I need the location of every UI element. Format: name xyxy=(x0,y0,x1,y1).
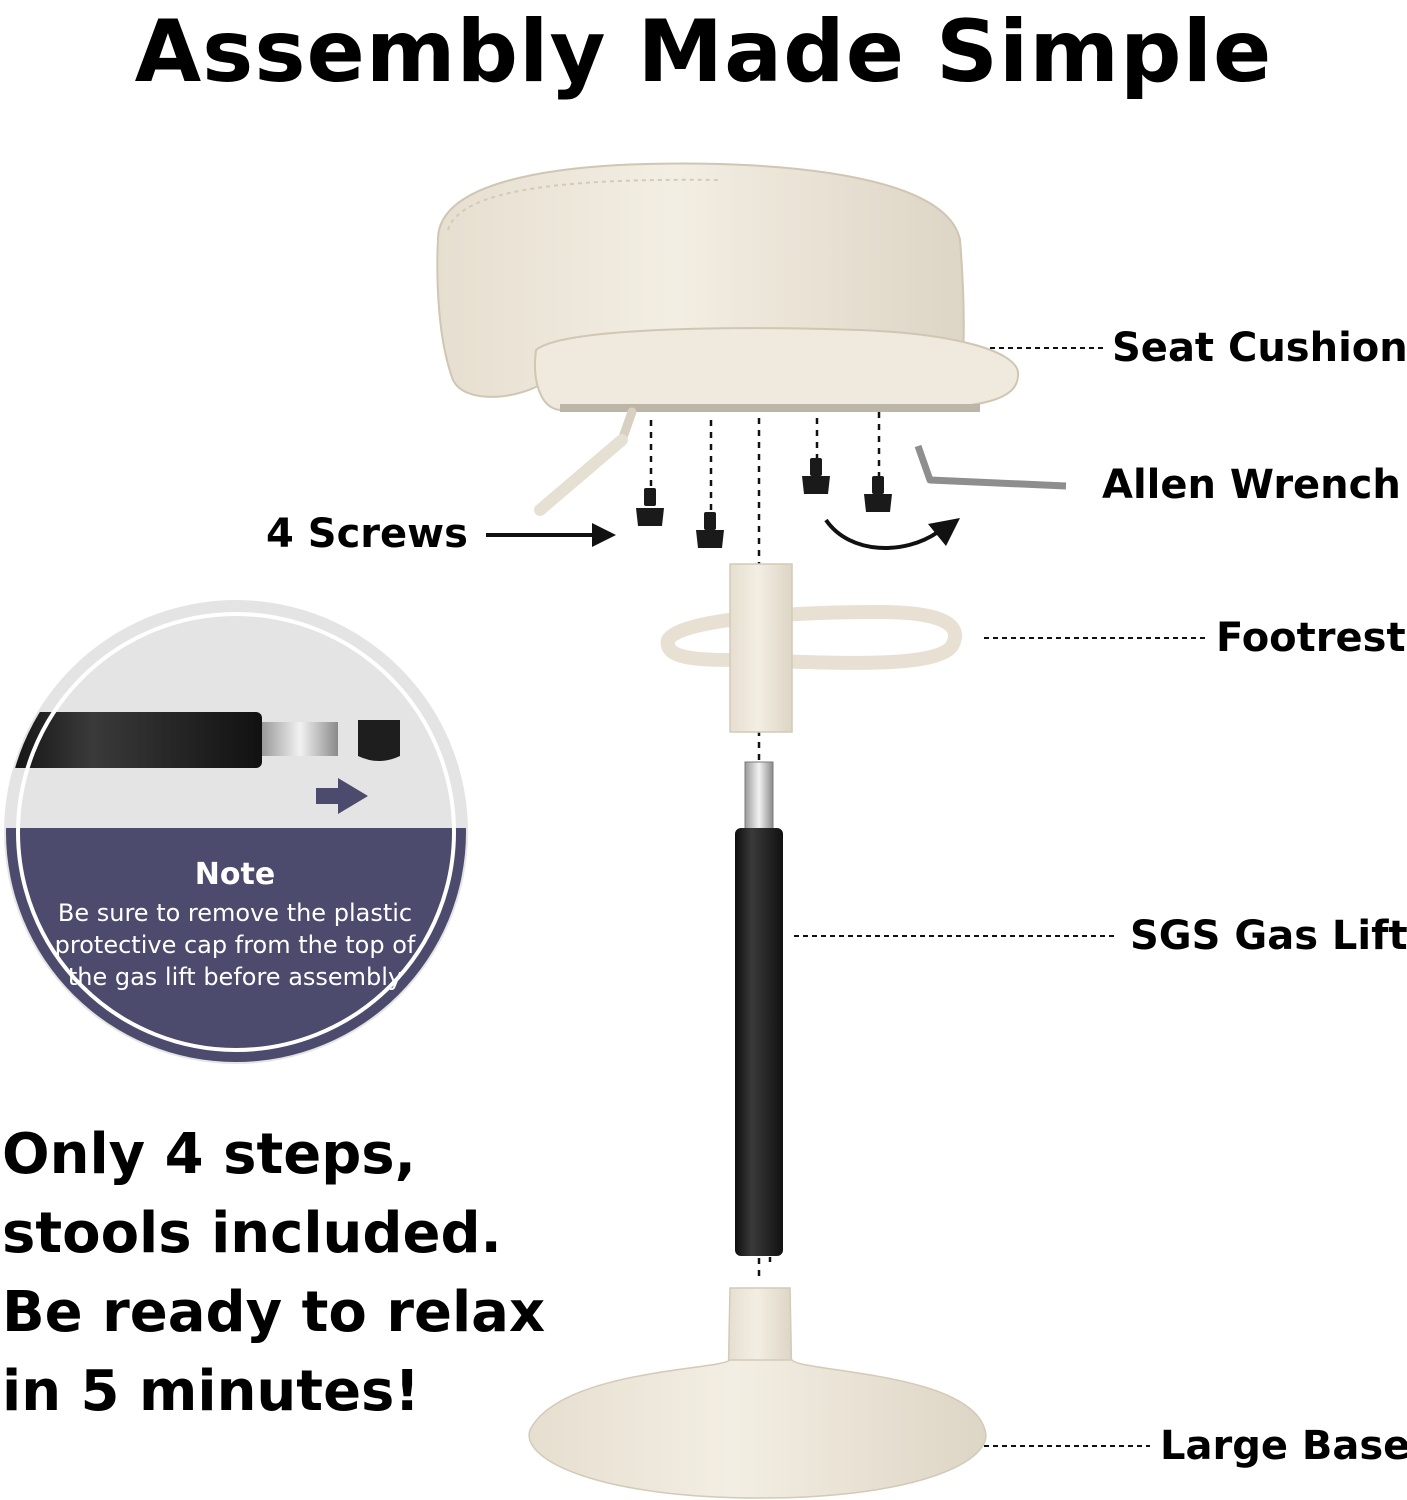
label-gas-lift: SGS Gas Lift xyxy=(1130,913,1407,959)
note-heading: Note xyxy=(194,857,276,892)
gas-lift-closeup xyxy=(6,712,262,768)
tagline-line: in 5 minutes! xyxy=(2,1359,420,1424)
label-footrest: Footrest xyxy=(1216,615,1406,661)
note-text: Be sure to remove the plastic protective… xyxy=(54,899,416,991)
label-seat-cushion: Seat Cushion xyxy=(1112,325,1407,371)
tagline: Only 4 steps, stools included. Be ready … xyxy=(2,1115,545,1431)
rotation-arrow-icon xyxy=(824,518,960,550)
screw-icon xyxy=(696,512,724,548)
tagline-line: stools included. xyxy=(2,1201,502,1266)
tagline-line: Only 4 steps, xyxy=(2,1122,416,1187)
page-title: Assembly Made Simple xyxy=(134,2,1273,102)
note-callout xyxy=(4,600,468,1064)
label-large-base: Large Base xyxy=(1160,1423,1407,1469)
footrest xyxy=(660,563,963,733)
screws-group xyxy=(636,458,892,548)
seat-lever xyxy=(534,407,637,516)
arrow-right-icon xyxy=(316,778,368,814)
leader-lines xyxy=(794,347,1206,1447)
label-allen-wrench: Allen Wrench xyxy=(1102,462,1401,508)
plastic-cap-icon xyxy=(358,720,400,761)
screw-icon xyxy=(802,458,830,494)
screws-pointer-arrow xyxy=(486,523,616,547)
seat-cushion xyxy=(436,162,1020,412)
allen-wrench-icon xyxy=(914,444,1067,490)
screw-icon xyxy=(636,488,664,526)
label-4-screws: 4 Screws xyxy=(266,511,468,557)
gas-lift-pin xyxy=(262,722,338,756)
gas-lift xyxy=(735,761,783,1256)
tagline-line: Be ready to relax xyxy=(2,1280,546,1345)
large-base xyxy=(528,1287,987,1499)
screw-icon xyxy=(864,476,892,512)
